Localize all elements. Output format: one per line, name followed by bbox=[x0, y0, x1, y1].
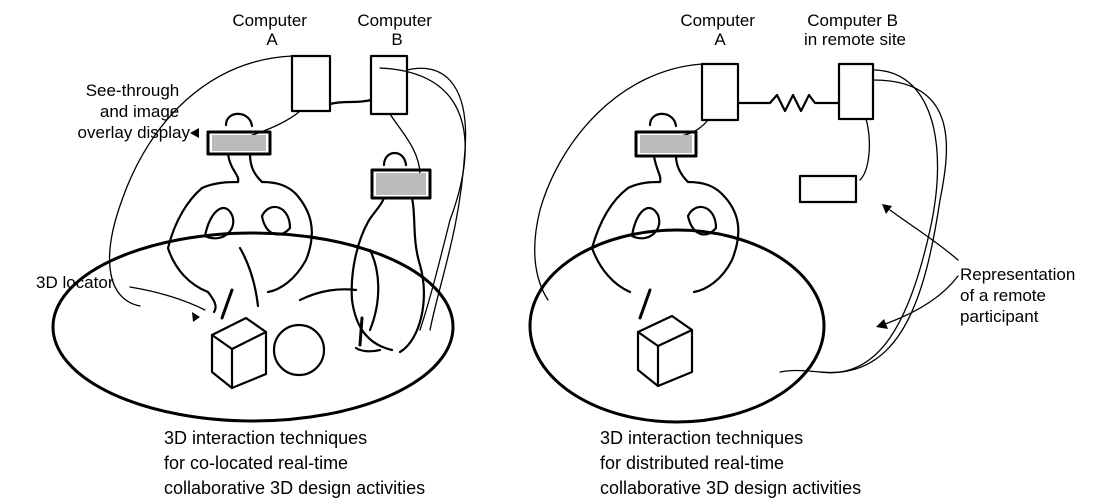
right-caption-line2: for distributed real-time bbox=[600, 453, 784, 473]
svg-text:Representation of a remo: Representation of a remote participant bbox=[960, 265, 1080, 326]
right-cube bbox=[636, 314, 694, 388]
svg-text:Computer B: Computer B bbox=[357, 11, 436, 49]
right-remote-label-line2: of a remote bbox=[960, 286, 1046, 305]
right-person bbox=[590, 112, 740, 320]
right-remote-label-line1: Representation bbox=[960, 265, 1075, 284]
left-locator-arrow bbox=[192, 312, 200, 322]
left-workspace-boundary bbox=[109, 55, 466, 331]
left-cable-b bbox=[389, 113, 421, 176]
right-computer-b-line2: in remote site bbox=[804, 30, 906, 49]
right-cable-b bbox=[859, 118, 870, 181]
right-panel: Computer A Computer B in remote site Rep… bbox=[528, 11, 1080, 498]
right-remote-label-line3: participant bbox=[960, 307, 1039, 326]
right-workspace-boundary bbox=[534, 63, 948, 374]
left-computer-a-line1: Computer bbox=[232, 11, 307, 30]
svg-text:Computer A: Computer A bbox=[232, 11, 311, 49]
svg-text:3D interaction techniques: 3D interaction techniques for distribute… bbox=[600, 428, 861, 498]
right-computer-b-line1: Computer B bbox=[807, 11, 898, 30]
svg-text:See-through and image: See-through and image overlay display bbox=[78, 81, 191, 142]
left-display-label-line3: overlay display bbox=[78, 123, 191, 142]
left-hmd-2 bbox=[370, 168, 432, 200]
right-computer-b bbox=[837, 62, 875, 121]
right-caption-line1: 3D interaction techniques bbox=[600, 428, 803, 448]
right-cable-loop bbox=[819, 69, 939, 374]
left-panel: Computer A Computer B See-through and im… bbox=[36, 11, 467, 498]
svg-text:3D interaction techniques: 3D interaction techniques for co-located… bbox=[164, 428, 425, 498]
right-remote-arrow-upper bbox=[882, 204, 892, 214]
right-remote-leader-upper bbox=[889, 209, 959, 261]
right-remote-arrow-lower bbox=[876, 319, 888, 329]
left-cube bbox=[210, 316, 268, 390]
left-computer-b-line2: B bbox=[391, 30, 402, 49]
left-display-label-line1: See-through bbox=[86, 81, 180, 100]
right-computer-a-line1: Computer bbox=[680, 11, 755, 30]
left-person-2 bbox=[298, 151, 432, 354]
left-locator-leader bbox=[129, 286, 206, 311]
right-computer-a bbox=[700, 62, 740, 122]
right-caption-line3: collaborative 3D design activities bbox=[600, 478, 861, 498]
left-caption-line3: collaborative 3D design activities bbox=[164, 478, 425, 498]
left-display-arrow bbox=[190, 128, 199, 138]
left-caption-line1: 3D interaction techniques bbox=[164, 428, 367, 448]
right-hmd bbox=[634, 130, 698, 158]
left-computer-a-line2: A bbox=[266, 30, 278, 49]
svg-text:Computer B in remote sit: Computer B in remote site bbox=[804, 11, 906, 49]
svg-text:Computer A: Computer A bbox=[680, 11, 759, 49]
left-computer-link bbox=[328, 98, 373, 106]
left-computer-b bbox=[369, 54, 409, 116]
left-person-1 bbox=[166, 112, 313, 320]
left-display-label-line2: and image bbox=[100, 102, 179, 121]
right-remote-display bbox=[798, 174, 858, 204]
right-remote-leader-lower bbox=[884, 275, 959, 325]
left-locator-label: 3D locator bbox=[36, 273, 114, 292]
left-hmd-1 bbox=[206, 130, 272, 156]
right-remote-link bbox=[736, 93, 841, 113]
left-table bbox=[51, 231, 455, 423]
right-table bbox=[528, 228, 826, 424]
right-computer-a-line2: A bbox=[714, 30, 726, 49]
left-computer-a bbox=[290, 54, 332, 113]
left-caption-line2: for co-located real-time bbox=[164, 453, 348, 473]
left-cable-loop bbox=[406, 67, 467, 331]
left-sphere bbox=[272, 323, 326, 377]
left-computer-b-line1: Computer bbox=[357, 11, 432, 30]
